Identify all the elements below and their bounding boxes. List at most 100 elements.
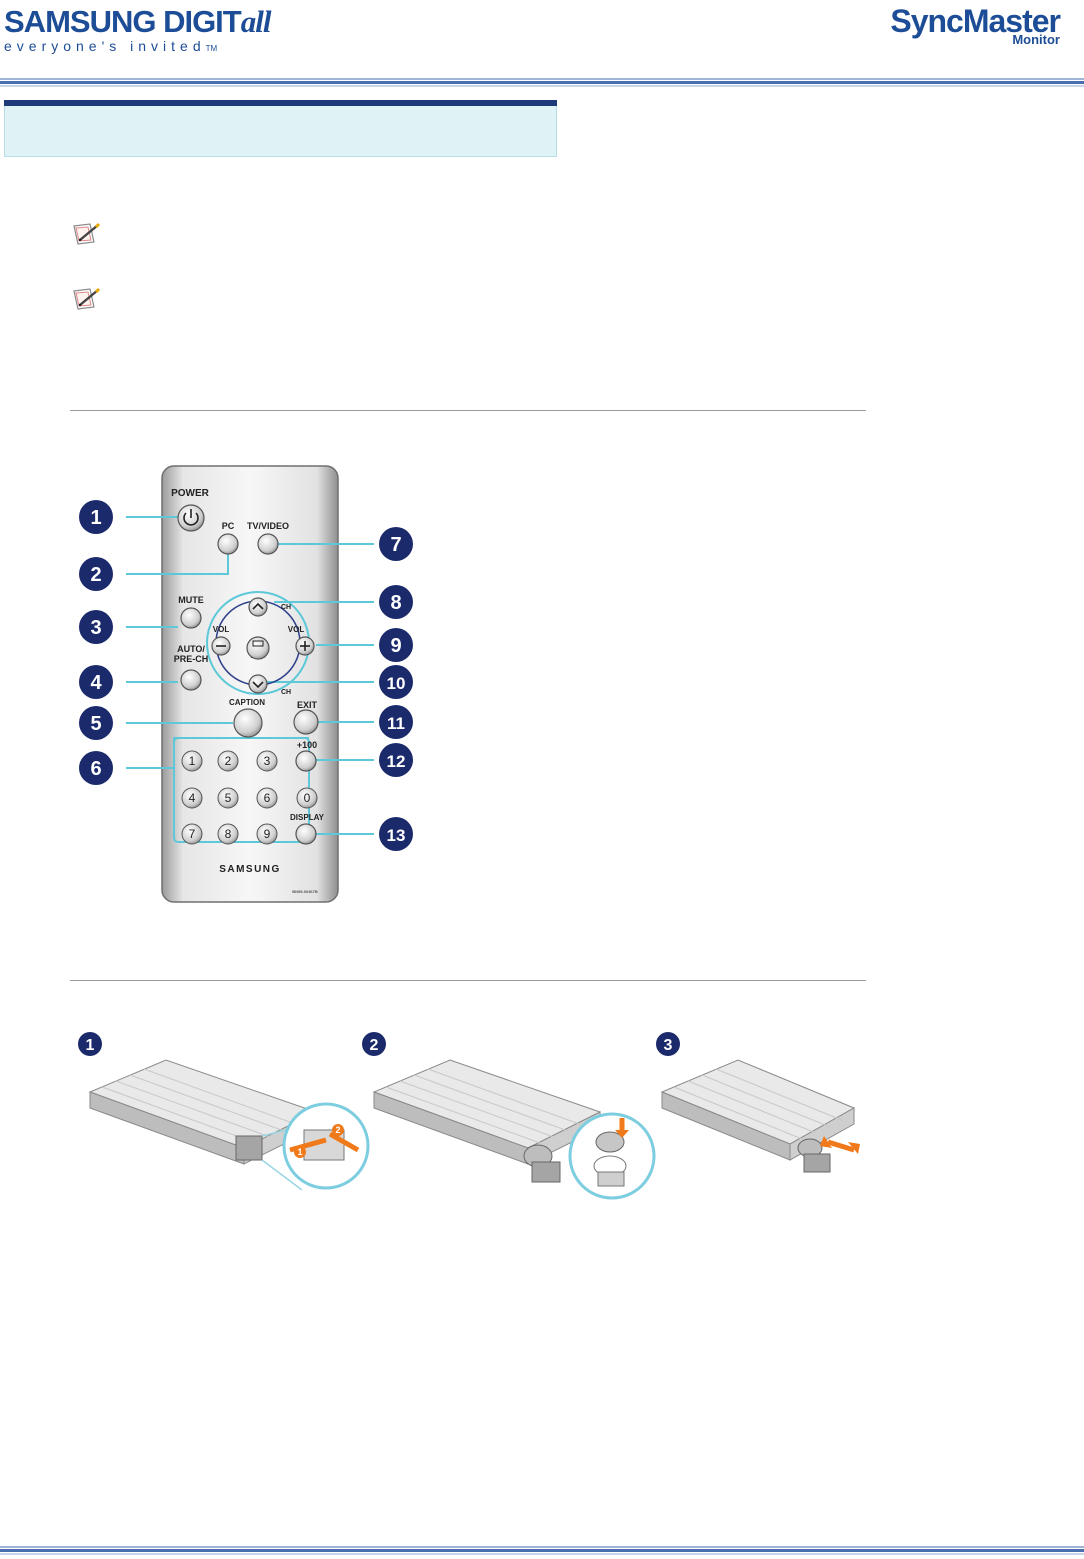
key-1-label: 1 (189, 754, 196, 768)
svg-text:10: 10 (387, 674, 406, 693)
key-1 (181, 750, 203, 772)
callout-10: 10 (379, 665, 413, 699)
label-auto: AUTO/ (177, 644, 205, 654)
svg-text:7: 7 (390, 534, 401, 556)
ch-up-button (248, 597, 268, 617)
key-3-label: 3 (264, 754, 271, 768)
step-3-number: 3 (664, 1037, 673, 1054)
key-0 (296, 787, 318, 809)
note-2 (72, 287, 102, 318)
pc-button (217, 533, 239, 555)
key-4 (181, 787, 203, 809)
arrow-1-number: 1 (297, 1147, 302, 1157)
key-8 (217, 823, 239, 845)
label-model: BN59-00367B (292, 889, 318, 894)
note-pencil-icon (73, 222, 101, 245)
battery-step-3-diagram: 3 (656, 1032, 860, 1173)
svg-text:12: 12 (387, 752, 406, 771)
chevron-down-icon (252, 681, 264, 689)
svg-text:11: 11 (387, 714, 405, 733)
step-3-badge (656, 1032, 680, 1056)
section-title-band (4, 100, 557, 158)
mute-button (180, 607, 202, 629)
key-0-label: 0 (304, 791, 311, 805)
key-9-label: 9 (264, 827, 271, 841)
display-button (295, 823, 317, 845)
svg-text:8: 8 (390, 592, 401, 614)
plus100-button (295, 750, 317, 772)
label-pc: PC (222, 521, 235, 531)
key-2-label: 2 (225, 754, 232, 768)
brand-name-suffix: all (240, 4, 272, 39)
label-power: POWER (171, 488, 210, 499)
battery-step-2-diagram: 2 (362, 1032, 656, 1200)
label-vol-right: VOL (288, 625, 305, 634)
key-3 (256, 750, 278, 772)
label-ch-up: CH (281, 604, 291, 611)
label-mute: MUTE (178, 595, 204, 605)
svg-text:2: 2 (90, 564, 101, 586)
header-rule (0, 78, 1084, 87)
callout-3: 3 (79, 610, 113, 644)
callout-1: 1 (79, 500, 113, 534)
divider-1 (70, 410, 866, 411)
label-vol-left: VOL (213, 625, 230, 634)
callout-11: 11 (379, 705, 413, 739)
callout-4: 4 (79, 665, 113, 699)
key-6 (256, 787, 278, 809)
battery-cover (235, 1135, 263, 1161)
brand-name: SAMSUNG DIGIT (4, 4, 242, 39)
step-2-number: 2 (370, 1037, 379, 1054)
key-5 (217, 787, 239, 809)
callout-7: 7 (379, 527, 413, 561)
svg-text:9: 9 (390, 635, 401, 657)
label-pre-ch: PRE-CH (174, 654, 209, 664)
arrow-lift (328, 1131, 360, 1153)
menu-icon (252, 640, 264, 647)
key-5-label: 5 (225, 791, 232, 805)
syncmaster-logo: SyncMaster Monitor (890, 4, 1061, 47)
brand-slogan: everyone's invited (4, 38, 206, 54)
caption-button (233, 708, 263, 738)
step-2-badge (362, 1032, 386, 1056)
brand-tm: TM (205, 44, 218, 53)
battery-step-1-diagram: 1 1 2 (78, 1032, 370, 1191)
svg-text:5: 5 (90, 713, 101, 735)
note-1 (72, 222, 102, 253)
arrow-close (827, 1139, 855, 1153)
callout-6: 6 (79, 751, 113, 785)
svg-text:13: 13 (387, 826, 406, 845)
step-1-badge (78, 1032, 102, 1056)
divider-2 (70, 980, 866, 981)
label-tv-video: TV/VIDEO (247, 521, 289, 531)
exit-button (293, 709, 319, 735)
label-plus100: +100 (297, 740, 317, 750)
tv-video-button (257, 533, 279, 555)
label-brand: SAMSUNG (219, 864, 281, 875)
auto-pre-ch-button (180, 669, 202, 691)
product-sub: Monitor (1012, 32, 1060, 47)
key-7-label: 7 (189, 827, 196, 841)
step-1-number: 1 (86, 1037, 95, 1054)
arrow-2-number: 2 (335, 1125, 340, 1135)
callout-12: 12 (379, 743, 413, 777)
callout-8: 8 (379, 585, 413, 619)
label-caption: CAPTION (229, 698, 265, 707)
key-2 (217, 750, 239, 772)
ch-down-button (248, 674, 268, 694)
callout-5: 5 (79, 706, 113, 740)
callout-9: 9 (379, 628, 413, 662)
key-4-label: 4 (189, 791, 196, 805)
note-pencil-icon (73, 287, 101, 310)
key-8-label: 8 (225, 827, 232, 841)
callout-2: 2 (79, 557, 113, 591)
footer-rule (0, 1546, 1084, 1555)
svg-text:1: 1 (90, 507, 101, 529)
svg-text:6: 6 (90, 758, 101, 780)
callout-13: 13 (379, 817, 413, 851)
button-glyphs (183, 509, 310, 689)
remote-control-diagram: POWER PC TV/VIDEO MUTE AUTO/ PRE-CH CH C… (79, 465, 413, 903)
key-9 (256, 823, 278, 845)
svg-text:3: 3 (90, 617, 101, 639)
power-icon (183, 512, 199, 526)
